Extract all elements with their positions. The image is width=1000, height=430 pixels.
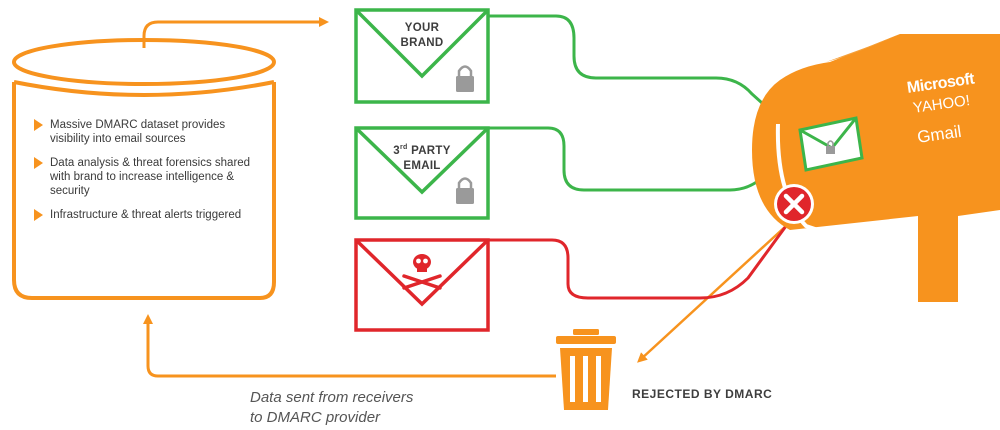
trash-can-icon [556, 329, 616, 410]
data-return-caption: Data sent from receivers to DMARC provid… [250, 389, 414, 426]
delivered-envelope-icon [798, 116, 864, 172]
list-item: Infrastructure & threat alerts triggered [34, 208, 256, 222]
list-item: Data analysis & threat forensics shared … [34, 156, 256, 198]
lock-icon [456, 65, 474, 92]
flow-line-malicious [488, 225, 788, 300]
list-item: Massive DMARC dataset provides visibilit… [34, 118, 256, 146]
envelope-third-party-label: 3rd PARTY EMAIL [393, 144, 451, 172]
reject-x-icon [774, 184, 814, 224]
envelope-third-party [354, 126, 490, 220]
flow-line-brand [488, 14, 794, 132]
envelope-brand-label: YOUR BRAND [400, 22, 444, 49]
dmarc-benefits-list: Massive DMARC dataset provides visibilit… [34, 118, 256, 232]
lock-icon [456, 177, 474, 204]
bullet-arrow-icon [34, 157, 43, 169]
database-cylinder-icon [12, 38, 276, 300]
envelope-your-brand [354, 8, 490, 104]
flow-line-third-party [488, 126, 802, 192]
receiver-mailbox-icon [752, 34, 1000, 302]
flow-arrow-data-return [143, 314, 556, 378]
flow-arrow-to-trash [637, 225, 787, 363]
flow-arrow-to-envelopes [142, 17, 329, 48]
bullet-arrow-icon [34, 119, 43, 131]
envelope-malicious [354, 238, 490, 332]
skull-crossbones-icon [402, 254, 442, 290]
bullet-arrow-icon [34, 209, 43, 221]
rejected-by-dmarc-label: REJECTED BY DMARC [632, 387, 773, 401]
